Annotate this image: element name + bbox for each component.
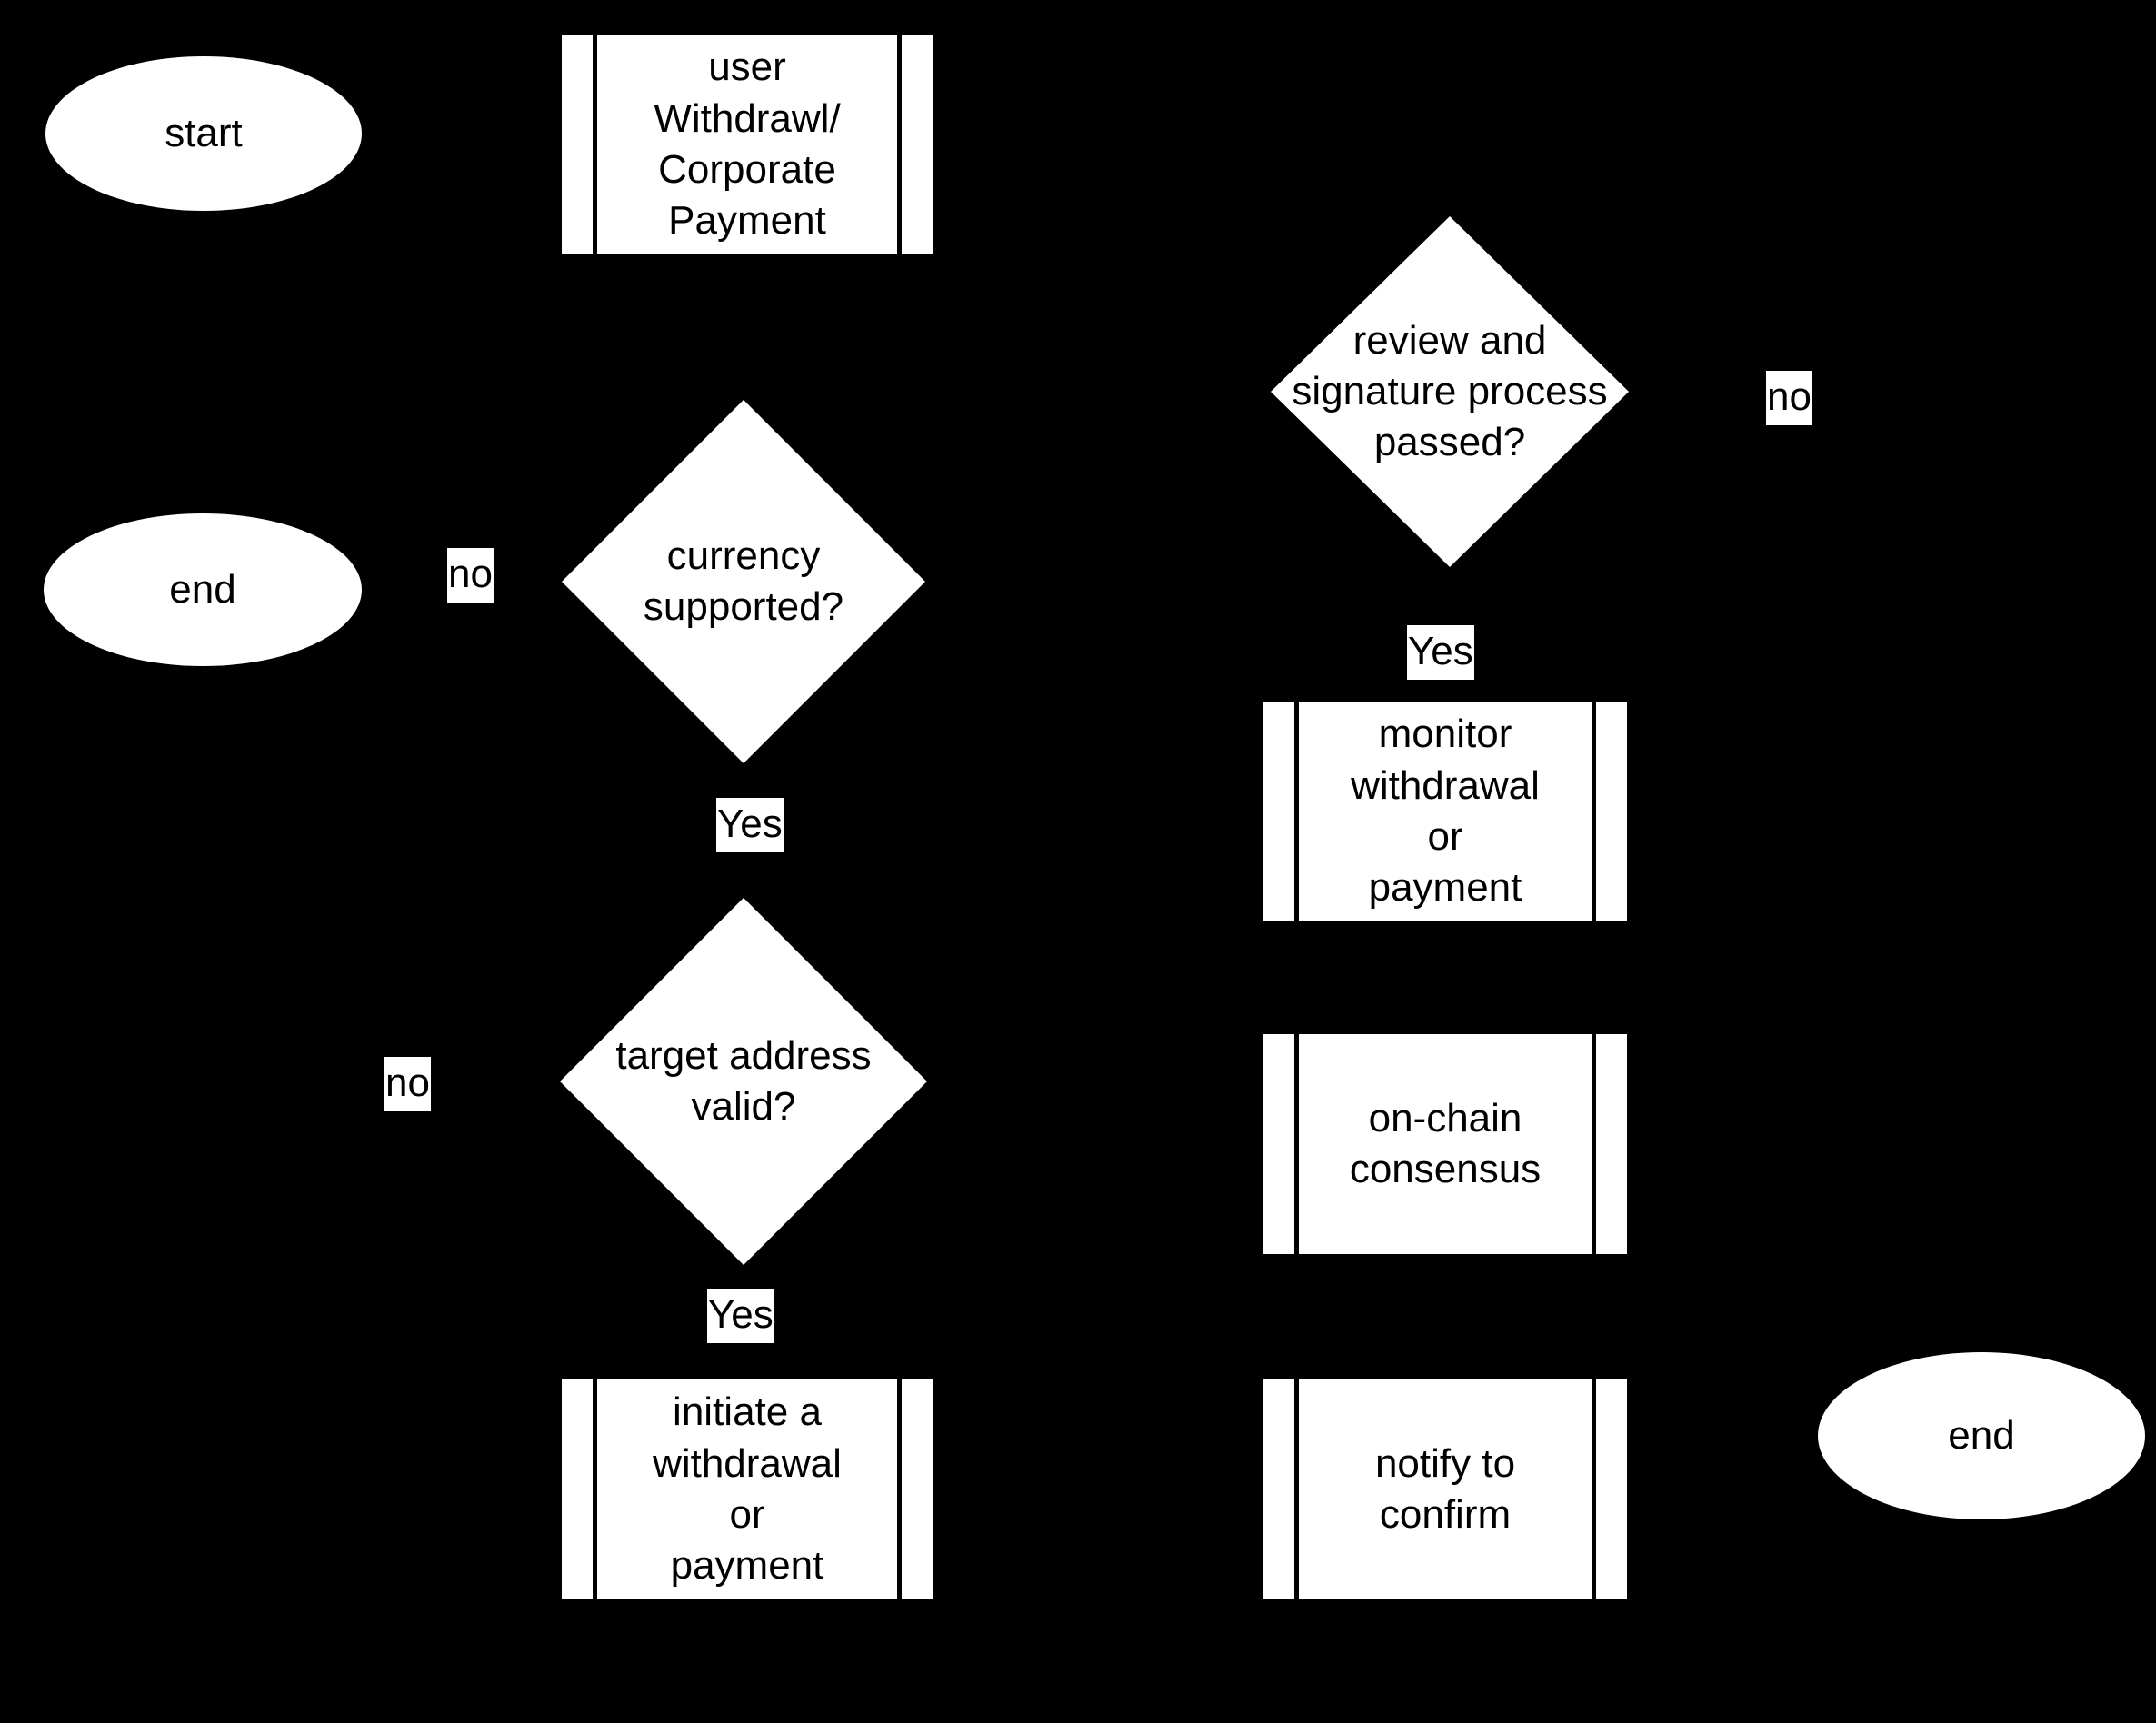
node-on-chain-consensus[interactable]: on-chain consensus — [1263, 1034, 1627, 1254]
edge-label-currency-yes: Yes — [716, 798, 784, 852]
node-user-withdrawal[interactable]: user Withdrawl/ Corporate Payment — [562, 35, 933, 254]
subroutine-right-bar — [897, 35, 933, 254]
edge-label-currency-no: no — [447, 548, 494, 603]
node-monitor-withdrawal-label: monitor withdrawal or payment — [1351, 712, 1540, 911]
subroutine-left-bar — [1263, 702, 1299, 921]
node-on-chain-consensus-label: on-chain consensus — [1349, 1095, 1542, 1191]
node-target-address-valid[interactable]: target address valid? — [560, 898, 927, 1265]
node-initiate-withdrawal-label: initiate a withdrawal or payment — [653, 1389, 842, 1589]
node-end-right-label: end — [1948, 1412, 2015, 1458]
edge-label-review-yes: Yes — [1407, 625, 1474, 680]
subroutine-left-bar — [562, 35, 597, 254]
node-currency-supported[interactable]: currency supported? — [562, 400, 925, 763]
node-notify-to-confirm-label: notify to confirm — [1374, 1440, 1516, 1537]
subroutine-left-bar — [562, 1379, 597, 1599]
node-review-signature[interactable]: review and signature process passed? — [1271, 216, 1629, 567]
node-start-label: start — [165, 110, 243, 155]
node-end-left-label: end — [169, 566, 236, 612]
subroutine-right-bar — [1592, 702, 1627, 921]
subroutine-left-bar — [1263, 1379, 1299, 1599]
edge-label-review-no: no — [1766, 371, 1812, 425]
subroutine-left-bar — [1263, 1034, 1299, 1254]
node-notify-to-confirm[interactable]: notify to confirm — [1263, 1379, 1627, 1599]
node-currency-supported-label: currency supported? — [643, 533, 844, 629]
node-target-address-valid-label: target address valid? — [615, 1032, 872, 1129]
edge-label-address-no: no — [384, 1057, 431, 1111]
node-end-left[interactable]: end — [44, 513, 362, 666]
node-start[interactable]: start — [45, 56, 362, 211]
node-monitor-withdrawal[interactable]: monitor withdrawal or payment — [1263, 702, 1627, 921]
subroutine-right-bar — [1592, 1379, 1627, 1599]
node-end-right[interactable]: end — [1818, 1352, 2145, 1519]
node-review-signature-label: review and signature process passed? — [1292, 317, 1608, 465]
node-initiate-withdrawal[interactable]: initiate a withdrawal or payment — [562, 1379, 933, 1599]
edge-label-address-yes: Yes — [707, 1289, 774, 1343]
subroutine-right-bar — [1592, 1034, 1627, 1254]
subroutine-right-bar — [897, 1379, 933, 1599]
node-user-withdrawal-label: user Withdrawl/ Corporate Payment — [654, 45, 841, 244]
